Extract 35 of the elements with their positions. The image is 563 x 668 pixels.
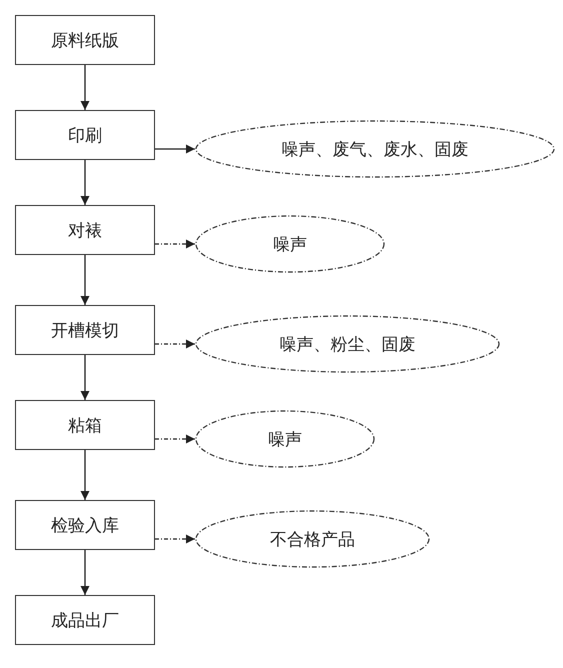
node-label: 印刷 [68,124,102,146]
emission-ellipse [195,315,500,373]
node-label: 开槽模切 [51,320,119,342]
arrow [155,534,195,544]
arrow [80,160,90,205]
process-box [15,500,155,550]
arrow [80,450,90,500]
process-box [15,400,155,450]
process-box [15,595,155,645]
node-label: 不合格产品 [270,528,355,550]
emission-ellipse [195,510,430,568]
emission-ellipse [195,215,385,273]
node-label: 噪声 [268,428,302,450]
node-label: 噪声 [273,234,307,256]
arrow [155,339,195,349]
node-label: 噪声、粉尘、固废 [280,334,416,356]
process-box [15,205,155,255]
node-label: 粘箱 [68,414,102,436]
arrow [155,239,195,249]
node-label: 成品出厂 [51,610,119,632]
emission-ellipse [195,120,555,178]
node-label: 对裱 [68,220,102,242]
arrow [80,65,90,110]
process-box [15,15,155,65]
arrow [155,434,195,444]
arrow [80,255,90,305]
arrow [80,550,90,595]
node-label: 原料纸版 [51,30,119,52]
arrow [155,144,195,154]
process-box [15,305,155,355]
node-label: 噪声、废气、废水、固废 [282,138,468,160]
process-box [15,110,155,160]
arrow [80,355,90,400]
node-label: 检验入库 [51,514,119,536]
emission-ellipse [195,410,375,468]
